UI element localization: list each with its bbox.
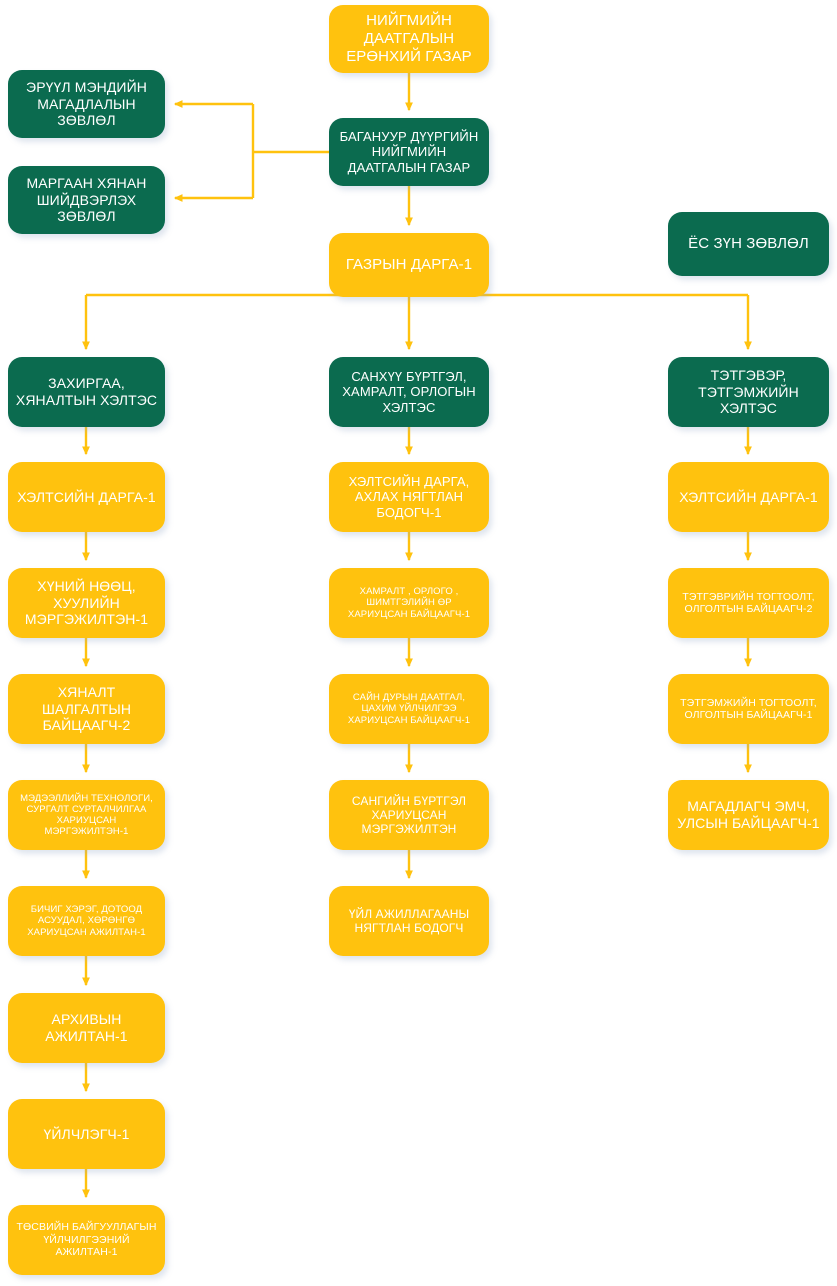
node-dept-pension[interactable]: ТЭТГЭВЭР, ТЭТГЭМЖИЙН ХЭЛТЭС [668,357,829,427]
node-ethics-council[interactable]: ЁС ЗҮН ЗӨВЛӨЛ [668,212,829,276]
node-label: ЗАХИРГАА, ХЯНАЛТЫН ХЭЛТЭС [15,375,158,408]
node-label: МАГАДЛАГЧ ЭМЧ, УЛСЫН БАЙЦААГЧ-1 [677,798,820,831]
node-director[interactable]: ГАЗРЫН ДАРГА-1 [329,233,489,297]
node-dispute-council[interactable]: МАРГААН ХЯНАН ШИЙДВЭРЛЭХ ЗӨВЛӨЛ [8,166,165,234]
node-dept-admin[interactable]: ЗАХИРГАА, ХЯНАЛТЫН ХЭЛТЭС [8,357,165,427]
node-label: ҮЙЛЧЛЭГЧ-1 [43,1125,130,1142]
node-admin-budget-service[interactable]: ТӨСВИЙН БАЙГУУЛЛАГЫН ҮЙЛЧИЛГЭЭНИЙ АЖИЛТА… [8,1205,165,1275]
node-admin-head[interactable]: ХЭЛТСИЙН ДАРГА-1 [8,462,165,532]
node-label: МАРГААН ХЯНАН ШИЙДВЭРЛЭХ ЗӨВЛӨЛ [26,175,147,225]
node-label: НИЙГМИЙН ДААТГАЛЫН ЕРӨНХИЙ ГАЗАР [346,12,472,65]
node-label: ТЭТГЭМЖИЙН ТОГТООЛТ, ОЛГОЛТЫН БАЙЦААГЧ-1 [680,696,817,721]
node-fin-voluntary[interactable]: САЙН ДУРЫН ДААТГАЛ, ЦАХИМ ҮЙЛЧИЛГЭЭ ХАРИ… [329,674,489,744]
node-label: ХЭЛТСИЙН ДАРГА-1 [679,488,818,505]
node-fin-fund[interactable]: САНГИЙН БҮРТГЭЛ ХАРИУЦСАН МЭРГЭЖИЛТЭН [329,780,489,850]
node-admin-hr[interactable]: ХҮНИЙ НӨӨЦ, ХУУЛИЙН МЭРГЭЖИЛТЭН-1 [8,568,165,638]
node-label: ХАМРАЛТ , ОРЛОГО , ШИМТГЭЛИЙН ӨР ХАРИУЦС… [347,586,471,620]
node-fin-head[interactable]: ХЭЛТСИЙН ДАРГА, АХЛАХ НЯГТЛАН БОДОГЧ-1 [329,462,489,532]
node-label: АРХИВЫН АЖИЛТАН-1 [45,1011,128,1044]
node-general-office[interactable]: НИЙГМИЙН ДААТГАЛЫН ЕРӨНХИЙ ГАЗАР [329,5,489,73]
node-label: ҮЙЛ АЖИЛЛАГААНЫ НЯГТЛАН БОДОГЧ [348,906,470,935]
node-admin-service[interactable]: ҮЙЛЧЛЭГЧ-1 [8,1099,165,1169]
node-label: САЙН ДУРЫН ДААТГАЛ, ЦАХИМ ҮЙЛЧИЛГЭЭ ХАРИ… [347,692,471,726]
node-admin-archive[interactable]: АРХИВЫН АЖИЛТАН-1 [8,993,165,1063]
node-admin-it[interactable]: МЭДЭЭЛЛИЙН ТЕХНОЛОГИ, СУРГАЛТ СУРТАЛЧИЛГ… [8,780,165,850]
node-label: ЁС ЗҮН ЗӨВЛӨЛ [688,235,809,253]
node-pen-head[interactable]: ХЭЛТСИЙН ДАРГА-1 [668,462,829,532]
node-label: ХҮНИЙ НӨӨЦ, ХУУЛИЙН МЭРГЭЖИЛТЭН-1 [24,578,149,628]
node-health-council[interactable]: ЭРҮҮЛ МЭНДИЙН МАГАДЛАЛЫН ЗӨВЛӨЛ [8,70,165,138]
node-dept-finance[interactable]: САНХҮҮ БҮРТГЭЛ, ХАМРАЛТ, ОРЛОГЫН ХЭЛТЭС [329,357,489,427]
node-label: САНГИЙН БҮРТГЭЛ ХАРИУЦСАН МЭРГЭЖИЛТЭН [351,793,467,837]
node-fin-operations[interactable]: ҮЙЛ АЖИЛЛАГААНЫ НЯГТЛАН БОДОГЧ [329,886,489,956]
node-label: САНХҮҮ БҮРТГЭЛ, ХАМРАЛТ, ОРЛОГЫН ХЭЛТЭС [342,369,476,415]
node-label: БИЧИГ ХЭРЭГ, ДОТООД АСУУДАЛ, ХӨРӨНГӨ ХАР… [27,904,146,938]
node-pen-doctor[interactable]: МАГАДЛАГЧ ЭМЧ, УЛСЫН БАЙЦААГЧ-1 [668,780,829,850]
node-label: ГАЗРЫН ДАРГА-1 [345,256,473,274]
node-label: ТЭТГЭВРИЙН ТОГТООЛТ, ОЛГОЛТЫН БАЙЦААГЧ-2 [682,590,815,615]
node-pen-pension-insp[interactable]: ТЭТГЭВРИЙН ТОГТООЛТ, ОЛГОЛТЫН БАЙЦААГЧ-2 [668,568,829,638]
node-admin-records[interactable]: БИЧИГ ХЭРЭГ, ДОТООД АСУУДАЛ, ХӨРӨНГӨ ХАР… [8,886,165,956]
node-label: ТӨСВИЙН БАЙГУУЛЛАГЫН ҮЙЛЧИЛГЭЭНИЙ АЖИЛТА… [16,1221,157,1259]
node-admin-inspector[interactable]: ХЯНАЛТ ШАЛГАЛТЫН БАЙЦААГЧ-2 [8,674,165,744]
node-label: МЭДЭЭЛЛИЙН ТЕХНОЛОГИ, СУРГАЛТ СУРТАЛЧИЛГ… [20,792,153,838]
node-label: ТЭТГЭВЭР, ТЭТГЭМЖИЙН ХЭЛТЭС [698,367,799,417]
node-label: ЭРҮҮЛ МЭНДИЙН МАГАДЛАЛЫН ЗӨВЛӨЛ [26,79,147,129]
node-label: БАГАНУУР ДҮҮРГИЙН НИЙГМИЙН ДААТГАЛЫН ГАЗ… [339,129,479,175]
node-district-office[interactable]: БАГАНУУР ДҮҮРГИЙН НИЙГМИЙН ДААТГАЛЫН ГАЗ… [329,118,489,186]
node-fin-coverage[interactable]: ХАМРАЛТ , ОРЛОГО , ШИМТГЭЛИЙН ӨР ХАРИУЦС… [329,568,489,638]
node-label: ХЭЛТСИЙН ДАРГА-1 [17,488,156,505]
node-label: ХЯНАЛТ ШАЛГАЛТЫН БАЙЦААГЧ-2 [41,684,132,734]
node-pen-benefit-insp[interactable]: ТЭТГЭМЖИЙН ТОГТООЛТ, ОЛГОЛТЫН БАЙЦААГЧ-1 [668,674,829,744]
node-label: ХЭЛТСИЙН ДАРГА, АХЛАХ НЯГТЛАН БОДОГЧ-1 [348,474,470,520]
